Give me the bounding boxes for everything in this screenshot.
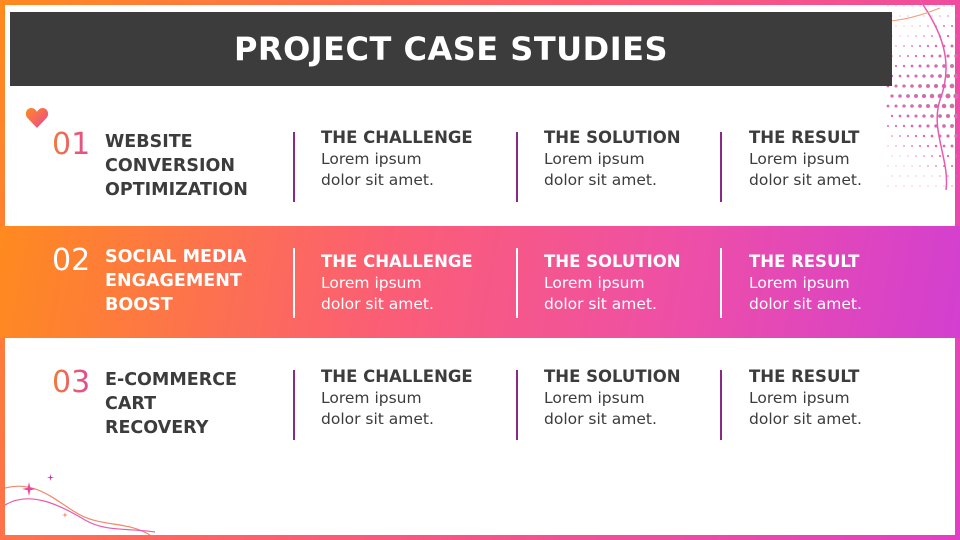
result-cell: THE RESULT Lorem ipsum dolor sit amet. [749,251,929,315]
divider [516,248,518,318]
result-cell: THE RESULT Lorem ipsum dolor sit amet. [749,127,929,191]
cell-text: Lorem ipsum dolor sit amet. [544,150,657,189]
cell-heading: THE SOLUTION [544,367,681,386]
case-study-row-1: 01 WEBSITE CONVERSION OPTIMIZATION THE C… [0,110,960,225]
divider [720,132,722,202]
solution-cell: THE SOLUTION Lorem ipsum dolor sit amet. [544,366,724,430]
title-bar: PROJECT CASE STUDIES [10,12,892,86]
cell-heading: THE CHALLENGE [321,367,473,386]
cell-text: Lorem ipsum dolor sit amet. [749,150,862,189]
divider [516,370,518,440]
row-title: E-COMMERCE CART RECOVERY [105,370,237,438]
cell-heading: THE SOLUTION [544,128,681,147]
row-number: 03 [52,365,91,400]
divider [516,132,518,202]
cell-heading: THE RESULT [749,252,860,271]
row-title: SOCIAL MEDIA ENGAGEMENT BOOST [105,247,247,315]
cell-text: Lorem ipsum dolor sit amet. [544,274,657,313]
challenge-cell: THE CHALLENGE Lorem ipsum dolor sit amet… [321,366,501,430]
divider [720,370,722,440]
cell-heading: THE CHALLENGE [321,252,473,271]
case-study-row-2: 02 SOCIAL MEDIA ENGAGEMENT BOOST THE CHA… [0,226,960,338]
cell-heading: THE CHALLENGE [321,128,473,147]
row-number: 02 [52,243,91,278]
challenge-cell: THE CHALLENGE Lorem ipsum dolor sit amet… [321,251,501,315]
cell-text: Lorem ipsum dolor sit amet. [749,389,862,428]
result-cell: THE RESULT Lorem ipsum dolor sit amet. [749,366,929,430]
cell-text: Lorem ipsum dolor sit amet. [321,389,434,428]
challenge-cell: THE CHALLENGE Lorem ipsum dolor sit amet… [321,127,501,191]
divider [293,370,295,440]
cell-text: Lorem ipsum dolor sit amet. [321,150,434,189]
cell-text: Lorem ipsum dolor sit amet. [544,389,657,428]
case-study-row-3: 03 E-COMMERCE CART RECOVERY THE CHALLENG… [0,340,960,460]
solution-cell: THE SOLUTION Lorem ipsum dolor sit amet. [544,127,724,191]
divider [293,248,295,318]
row-number: 01 [52,127,91,162]
cell-heading: THE RESULT [749,367,860,386]
cell-text: Lorem ipsum dolor sit amet. [321,274,434,313]
cell-text: Lorem ipsum dolor sit amet. [749,274,862,313]
cell-heading: THE SOLUTION [544,252,681,271]
page-title: PROJECT CASE STUDIES [233,30,669,68]
divider [720,248,722,318]
divider [293,132,295,202]
cell-heading: THE RESULT [749,128,860,147]
solution-cell: THE SOLUTION Lorem ipsum dolor sit amet. [544,251,724,315]
row-title: WEBSITE CONVERSION OPTIMIZATION [105,132,248,200]
